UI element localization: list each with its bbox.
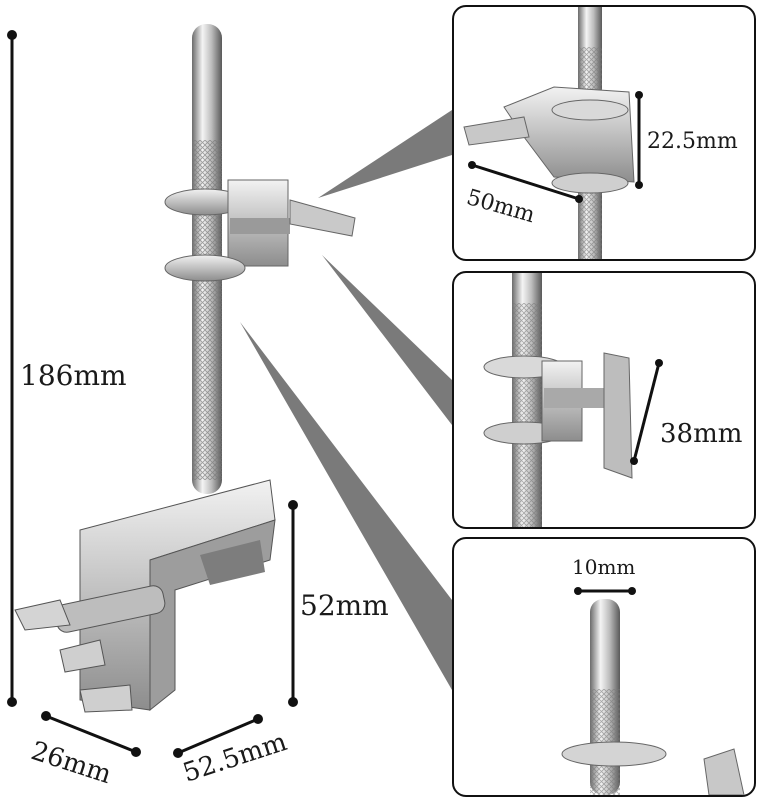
clamp-width-start-dot <box>173 748 183 758</box>
callout-wedge-bottom <box>240 322 452 690</box>
detail-1-height-label: 22.5mm <box>647 129 738 154</box>
clamp-height-top-dot <box>288 500 298 510</box>
detail-panel-rod-diameter: 10mm <box>452 537 756 797</box>
base-clamp <box>14 479 276 713</box>
height-dimension-bottom-dot <box>7 697 17 707</box>
thumb-screw-closeup <box>483 273 663 527</box>
clamp-width-dimension-line <box>177 717 259 755</box>
detail-panel-upper-bracket: 22.5mm 50mm <box>452 5 756 261</box>
height-dimension-top-dot <box>7 30 17 40</box>
clamp-depth-start-dot <box>41 711 51 721</box>
clamp-depth-dimension-line <box>45 714 137 754</box>
upper-bracket-closeup <box>463 7 643 259</box>
clamp-height-bottom-dot <box>288 697 298 707</box>
detail-3-diameter-label: 10mm <box>572 555 636 579</box>
clamp-height-label: 52mm <box>300 589 389 622</box>
detail-2-length-label: 38mm <box>660 419 743 449</box>
upper-bracket <box>164 179 356 282</box>
clamp-depth-end-dot <box>131 747 141 757</box>
callout-wedge-top <box>318 110 452 198</box>
clamp-width-end-dot <box>253 714 263 724</box>
height-label: 186mm <box>20 359 127 392</box>
rod-tip-closeup <box>561 587 745 795</box>
callout-wedge-middle <box>322 255 452 425</box>
detail-panel-thumb-screw: 38mm <box>452 271 756 529</box>
